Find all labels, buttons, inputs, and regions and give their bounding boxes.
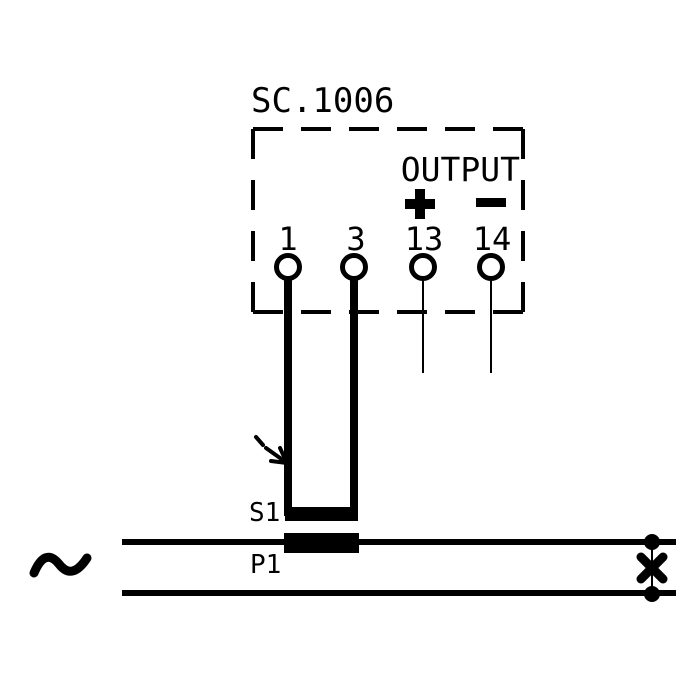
plus-symbol (405, 189, 435, 219)
output-label: OUTPUT (401, 150, 520, 189)
terminal-circle-14 (477, 253, 505, 281)
terminal-label-1: 1 (278, 220, 297, 258)
primary-winding-label: P1 (250, 550, 281, 580)
junction-dot-top (644, 534, 660, 550)
load-branch (636, 534, 668, 602)
terminal-circle-1 (274, 253, 302, 281)
output-leads (422, 279, 492, 373)
mains-conductors (122, 539, 676, 596)
junction-dot-bottom (644, 586, 660, 602)
terminal-label-3: 3 (346, 220, 365, 258)
load-x-icon (636, 552, 668, 584)
secondary-winding-bar (285, 507, 358, 521)
terminal-circle-3 (340, 253, 368, 281)
terminal-label-13: 13 (405, 220, 444, 258)
terminal-label-14: 14 (473, 220, 512, 258)
terminal-circles (274, 253, 505, 281)
ac-source-sine-icon (29, 552, 92, 578)
secondary-winding-label: S1 (249, 498, 280, 528)
arrow-to-wire-icon (254, 435, 289, 465)
minus-symbol (476, 198, 506, 207)
terminal-circle-13 (409, 253, 437, 281)
device-title: SC.1006 (251, 81, 394, 121)
secondary-wires (284, 279, 358, 516)
